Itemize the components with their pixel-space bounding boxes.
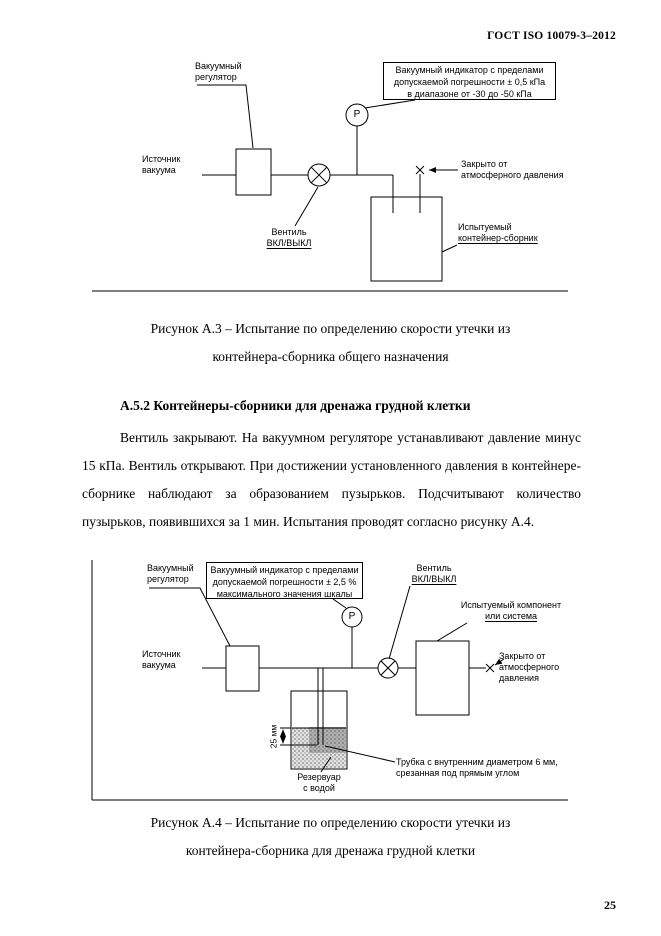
figure-a3-schematic [92,84,568,292]
reservoir-label: Резервуар с водой [297,772,341,793]
dimension-25mm-label: 25 мм [268,724,279,749]
valve-symbol [377,657,399,679]
closed-mark-icon [415,165,425,175]
page-number: 25 [604,898,616,912]
test-component-box [415,640,470,716]
figure-a4-caption: Рисунок А.4 – Испытание по определению с… [0,809,661,865]
test-container-box [370,196,443,282]
closed-mark-icon [485,663,495,673]
leader-lines [149,585,468,773]
valve-symbol [307,163,331,187]
closed-arrow [494,658,505,666]
caption-line: контейнера-сборника общего назначения [212,349,449,364]
vacuum-indicator-label: Вакуумный индикатор с пределами допускае… [206,562,363,599]
section-paragraph: Вентиль закрывают. На вакуумном регулято… [82,430,581,529]
pipe-lines [202,627,486,669]
valve-x-icon [380,660,396,676]
pressure-gauge-circle [345,103,369,127]
pipe-lines [202,126,421,213]
caption-line: Рисунок А.3 – Испытание по определению с… [150,321,511,336]
caption-line: контейнера-сборника для дренажа грудной … [185,843,476,858]
tube-label: Трубка с внутренним диаметром 6 мм, срез… [396,757,558,778]
vacuum-regulator-box [235,148,272,196]
figure-a3-caption: Рисунок А.3 – Испытание по определению с… [0,315,661,371]
tube-lines [317,668,324,745]
closed-atm-label: Закрыто от атмосферного давления [461,159,564,180]
leader-lines [197,84,458,253]
vacuum-regulator-label: Вакуумный регулятор [195,61,242,82]
figure-a4-schematic [91,560,568,801]
test-container-label: Испытуемый контейнер-сборник [458,222,538,243]
standard-title: ГОСТ ISO 10079-3–2012 [487,30,616,42]
dimension-extension-lines [280,727,317,746]
valve-x-icon [310,166,328,184]
valve-label: Вентиль ВКЛ/ВЫКЛ [411,563,457,584]
vacuum-source-label: Источник вакуума [142,649,181,670]
vacuum-source-label: Источник вакуума [142,154,181,175]
test-component-label: Испытуемый компонент или система [460,600,562,621]
vacuum-indicator-label: Вакуумный индикатор с пределами допускае… [383,62,556,100]
reservoir-box [290,690,348,770]
pressure-gauge-circle [341,606,363,628]
figure-a4-diagram: Вакуумный регулятор Вакуумный индикатор … [90,558,570,803]
gauge-letter-p: Р [353,109,361,120]
vacuum-regulator-box [225,645,260,692]
section-heading: А.5.2 Контейнеры-сборники для дренажа гр… [120,398,471,413]
valve-label: Вентиль ВКЛ/ВЫКЛ [266,227,312,248]
closed-atm-label: Закрыто от атмосферного давления [499,651,560,683]
figure-frame [91,560,568,801]
gauge-letter-p: Р [348,611,356,622]
figure-a3-diagram: Вакуумный регулятор Вакуумный индикатор … [90,55,570,295]
vacuum-regulator-label: Вакуумный регулятор [147,563,194,584]
caption-line: Рисунок А.4 – Испытание по определению с… [150,815,511,830]
